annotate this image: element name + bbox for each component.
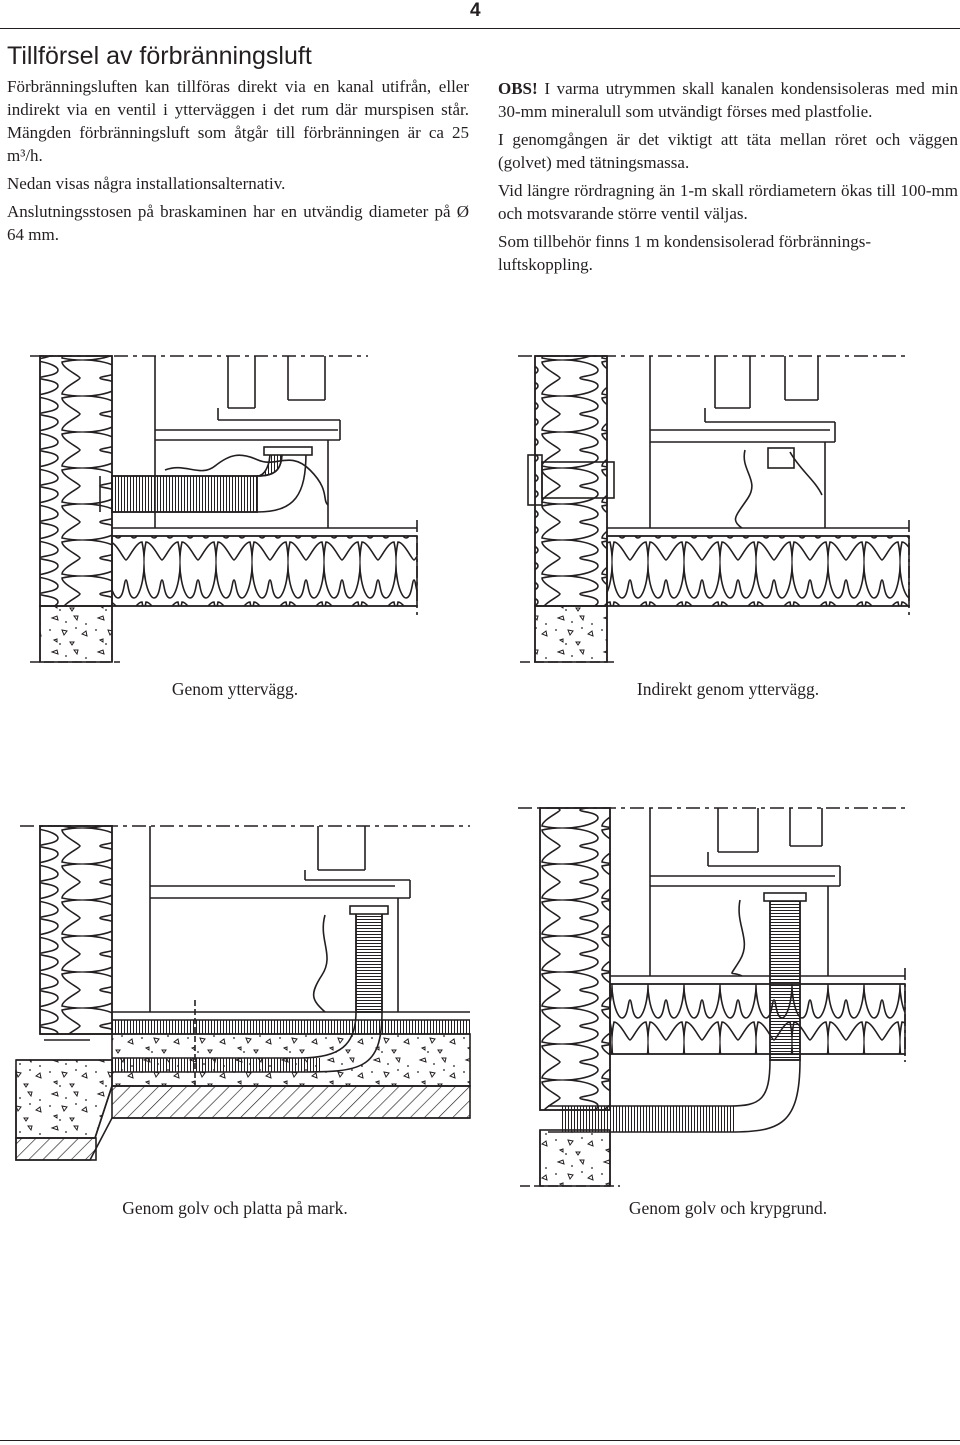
left-column: Förbränningsluften kan tillföras direkt … — [7, 75, 469, 251]
diagram-genom-yttervagg — [30, 355, 418, 663]
caption-fig2: Indirekt genom yttervägg. — [636, 679, 820, 699]
caption-fig3: Genom golv och platta på mark. — [122, 1198, 348, 1218]
right-paragraph-4: Som tillbehör finns 1 m kondensisolerad … — [498, 232, 872, 274]
diagram-genom-golv-och-krypgrund — [518, 807, 906, 1187]
bottom-rule — [0, 1440, 960, 1441]
caption-fig1: Genom yttervägg. — [171, 679, 299, 699]
section-heading: Tillförsel av förbränningsluft — [7, 42, 312, 70]
left-paragraph-3: Anslutningsstosen på braskaminen har en … — [7, 202, 469, 244]
right-paragraph-1: OBS! I varma utrymmen skall kanalen kond… — [498, 77, 958, 123]
right-paragraph-3: Vid längre rördragning än 1-m skall rörd… — [498, 181, 958, 223]
left-paragraph-2: Nedan visas några installationsalternati… — [7, 174, 286, 193]
caption-fig4: Genom golv och krypgrund. — [628, 1198, 828, 1218]
right-column: OBS! I varma utrymmen skall kanalen kond… — [498, 77, 958, 281]
page-number: 4 — [470, 0, 481, 21]
diagram-genom-golv-och-platta — [15, 825, 471, 1161]
top-rule — [0, 28, 960, 29]
right-paragraph-2: I genomgången är det viktigt att täta me… — [498, 130, 958, 172]
obs-text: I varma utrymmen skall kanalen kondensis… — [498, 79, 959, 121]
diagram-indirekt-genom-yttervagg — [518, 355, 910, 663]
left-paragraph-1: Förbränningsluften kan tillföras direkt … — [7, 77, 469, 165]
obs-label: OBS! — [498, 79, 538, 98]
